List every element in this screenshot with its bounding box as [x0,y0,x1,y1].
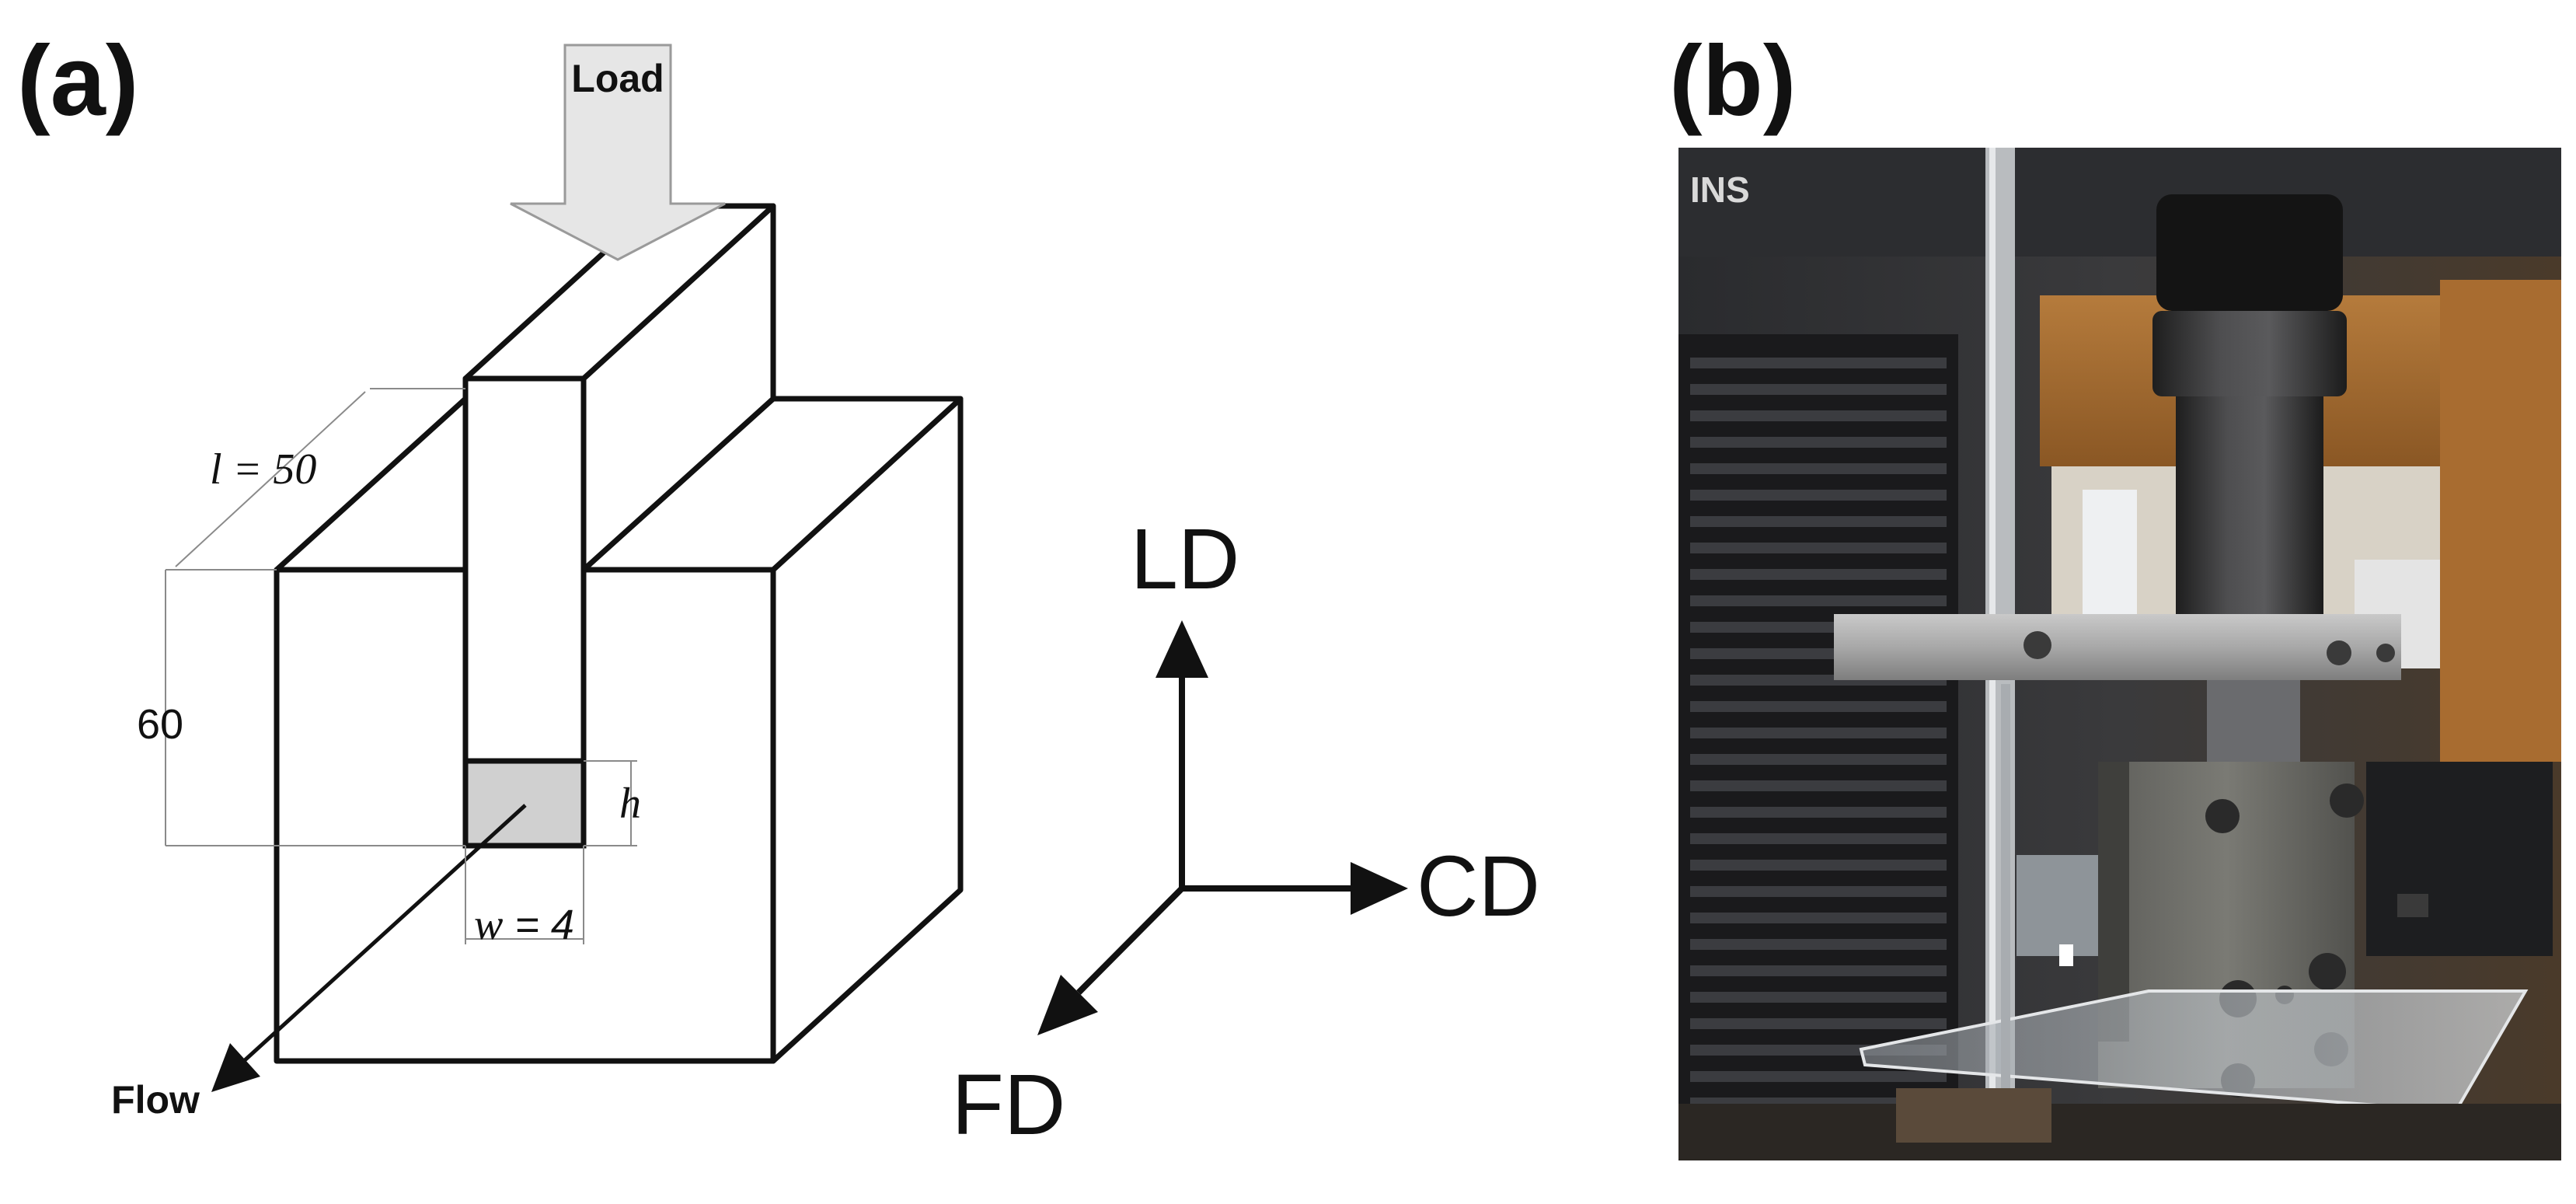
load-cylinder-collar [2152,311,2347,396]
machine-brand-text: INS [1690,169,1750,210]
load-cylinder [2176,396,2323,614]
punch-front-face [462,375,587,764]
vent-louvre-slat [1690,913,1947,923]
panel-label-a: (a) [17,26,138,137]
vent-louvre-slat [1690,860,1947,871]
axis-cd-arrowhead [1351,862,1408,915]
punch [462,203,776,849]
axis-ld-arrowhead [1156,620,1208,678]
channel-cross-section [462,758,587,849]
load-label: Load [571,57,664,100]
vent-louvre-slat [1690,807,1947,818]
coordinate-axes: LD CD FD [952,511,1540,1153]
vent-louvre-slat [1690,358,1947,368]
crosshead-plate [1834,614,2401,680]
dimension-length: l = 50 [210,445,316,494]
dimension-lines [165,388,637,944]
axis-fd-label: FD [952,1057,1066,1153]
vent-louvre-slat [1690,780,1947,791]
vent-louvre-slat [1690,886,1947,897]
test-rig-photo: INS [1678,148,2561,1160]
dimension-height: 60 [137,701,183,748]
vent-louvre-slat [1690,728,1947,738]
axis-cd-label: CD [1417,839,1540,934]
dimension-width: w = 4 [474,901,574,949]
vent-louvre-slat [1690,701,1947,712]
vent-louvre-slat [1690,410,1947,421]
dimension-width-value: = 4 [503,902,574,948]
vent-louvre-slat [1690,833,1947,844]
flow-arrow: Flow [111,804,527,1122]
vent-louvres [1678,334,1958,1160]
vent-louvre-slat [1690,754,1947,765]
instrument-box [2366,762,2553,956]
load-arrow: Load [510,44,726,261]
glass-plate [1859,989,2529,1114]
load-arrow-shape [510,44,726,261]
dimension-width-var: w [474,901,503,949]
dimension-channel-height: h [619,780,641,828]
axis-fd-line [1076,886,1184,995]
vent-louvre-slat [1690,543,1947,553]
axis-fd-arrowhead [1037,975,1098,1035]
axis-ld-label: LD [1131,511,1240,607]
vent-louvre-slat [1690,1071,1947,1082]
vent-louvre-slat [1690,992,1947,1003]
flow-label: Flow [111,1078,200,1122]
die-block [274,396,964,1064]
vent-louvre-slat [1690,939,1947,950]
vent-louvre-slat [1690,384,1947,395]
support-rod [2001,684,2010,1088]
heat-sink [2017,855,2102,956]
vent-louvre-slat [1690,516,1947,527]
panel-label-b: (b) [1669,26,1796,137]
machine-frame-top [1678,148,2561,257]
vent-louvre-slat [1690,1018,1947,1029]
vent-louvre-slat [1690,569,1947,580]
vent-louvre-slat [1690,437,1947,448]
punch-bar [2207,680,2300,766]
vent-louvre-slat [1690,595,1947,606]
vent-louvre-slat [1690,965,1947,976]
flow-arrowhead [211,1043,260,1092]
load-cylinder-top [2156,194,2343,311]
vent-louvre-slat [1690,463,1947,474]
vent-louvre-slat [1690,490,1947,501]
